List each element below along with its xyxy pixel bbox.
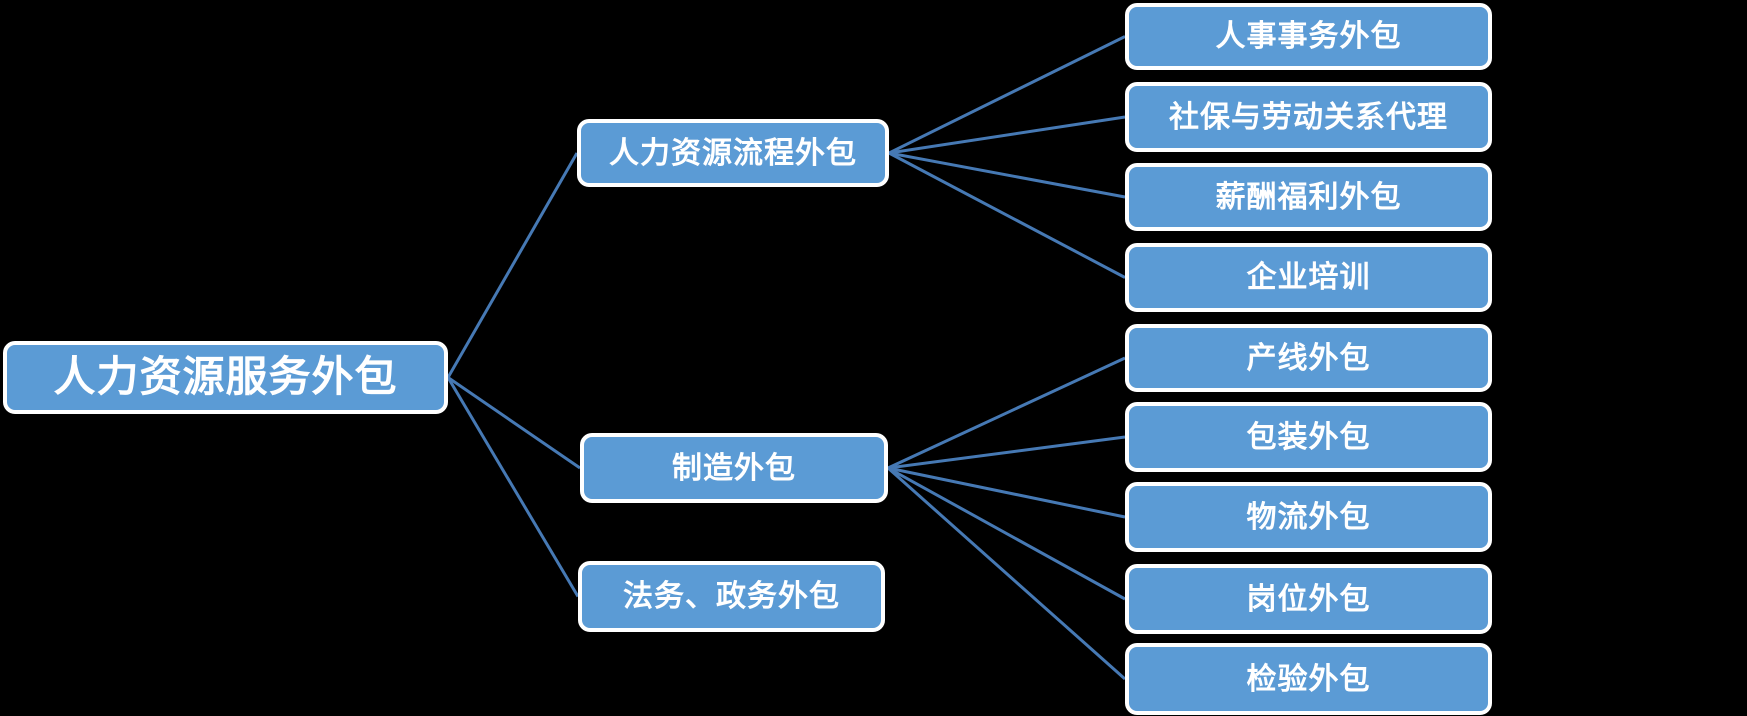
diagram-node-production-line: 产线外包 bbox=[1125, 324, 1492, 392]
diagram-node-logistics: 物流外包 bbox=[1125, 482, 1492, 552]
diagram-node-label: 制造外包 bbox=[672, 450, 796, 486]
connector-line-hr-process-to-payroll-welfare bbox=[888, 151, 1126, 199]
diagram-node-legal-gov: 法务、政务外包 bbox=[578, 561, 885, 632]
diagram-node-label: 检验外包 bbox=[1246, 661, 1371, 697]
diagram-node-label: 包装外包 bbox=[1246, 419, 1371, 455]
diagram-node-training: 企业培训 bbox=[1125, 243, 1492, 312]
connector-line-root-to-hr-process bbox=[446, 152, 579, 379]
connector-line-hr-process-to-social-security bbox=[888, 115, 1126, 155]
connector-line-hr-process-to-hr-affairs bbox=[888, 35, 1126, 155]
connector-line-manufacturing-to-inspection bbox=[887, 466, 1126, 681]
diagram-node-label: 薪酬福利外包 bbox=[1215, 179, 1402, 215]
diagram-node-position: 岗位外包 bbox=[1125, 564, 1492, 634]
diagram-node-manufacturing: 制造外包 bbox=[580, 433, 888, 503]
connector-line-manufacturing-to-production-line bbox=[887, 356, 1126, 470]
connector-line-root-to-legal-gov bbox=[446, 376, 580, 598]
diagram-node-label: 法务、政务外包 bbox=[623, 579, 840, 614]
connector-line-manufacturing-to-packaging bbox=[887, 435, 1126, 470]
diagram-node-packaging: 包装外包 bbox=[1125, 402, 1492, 472]
diagram-node-label: 企业培训 bbox=[1246, 260, 1371, 295]
diagram-node-label: 人事事务外包 bbox=[1215, 19, 1402, 54]
diagram-node-label: 人力资源流程外包 bbox=[609, 135, 857, 171]
connector-line-hr-process-to-training bbox=[888, 151, 1126, 279]
diagram-node-social-security: 社保与劳动关系代理 bbox=[1125, 82, 1492, 152]
diagram-node-inspection: 检验外包 bbox=[1125, 643, 1492, 715]
diagram-node-label: 岗位外包 bbox=[1246, 581, 1371, 617]
diagram-node-root: 人力资源服务外包 bbox=[3, 341, 448, 414]
diagram-node-label: 产线外包 bbox=[1246, 340, 1371, 376]
diagram-node-label: 物流外包 bbox=[1246, 499, 1371, 535]
diagram-node-label: 人力资源服务外包 bbox=[53, 352, 398, 402]
diagram-node-hr-process: 人力资源流程外包 bbox=[577, 119, 889, 187]
diagram-node-hr-affairs: 人事事务外包 bbox=[1125, 3, 1492, 70]
diagram-node-payroll-welfare: 薪酬福利外包 bbox=[1125, 163, 1492, 231]
diagram-node-label: 社保与劳动关系代理 bbox=[1169, 99, 1448, 135]
connector-line-manufacturing-to-logistics bbox=[887, 466, 1126, 519]
connector-line-manufacturing-to-position bbox=[887, 466, 1126, 601]
connector-line-root-to-manufacturing bbox=[447, 376, 581, 470]
